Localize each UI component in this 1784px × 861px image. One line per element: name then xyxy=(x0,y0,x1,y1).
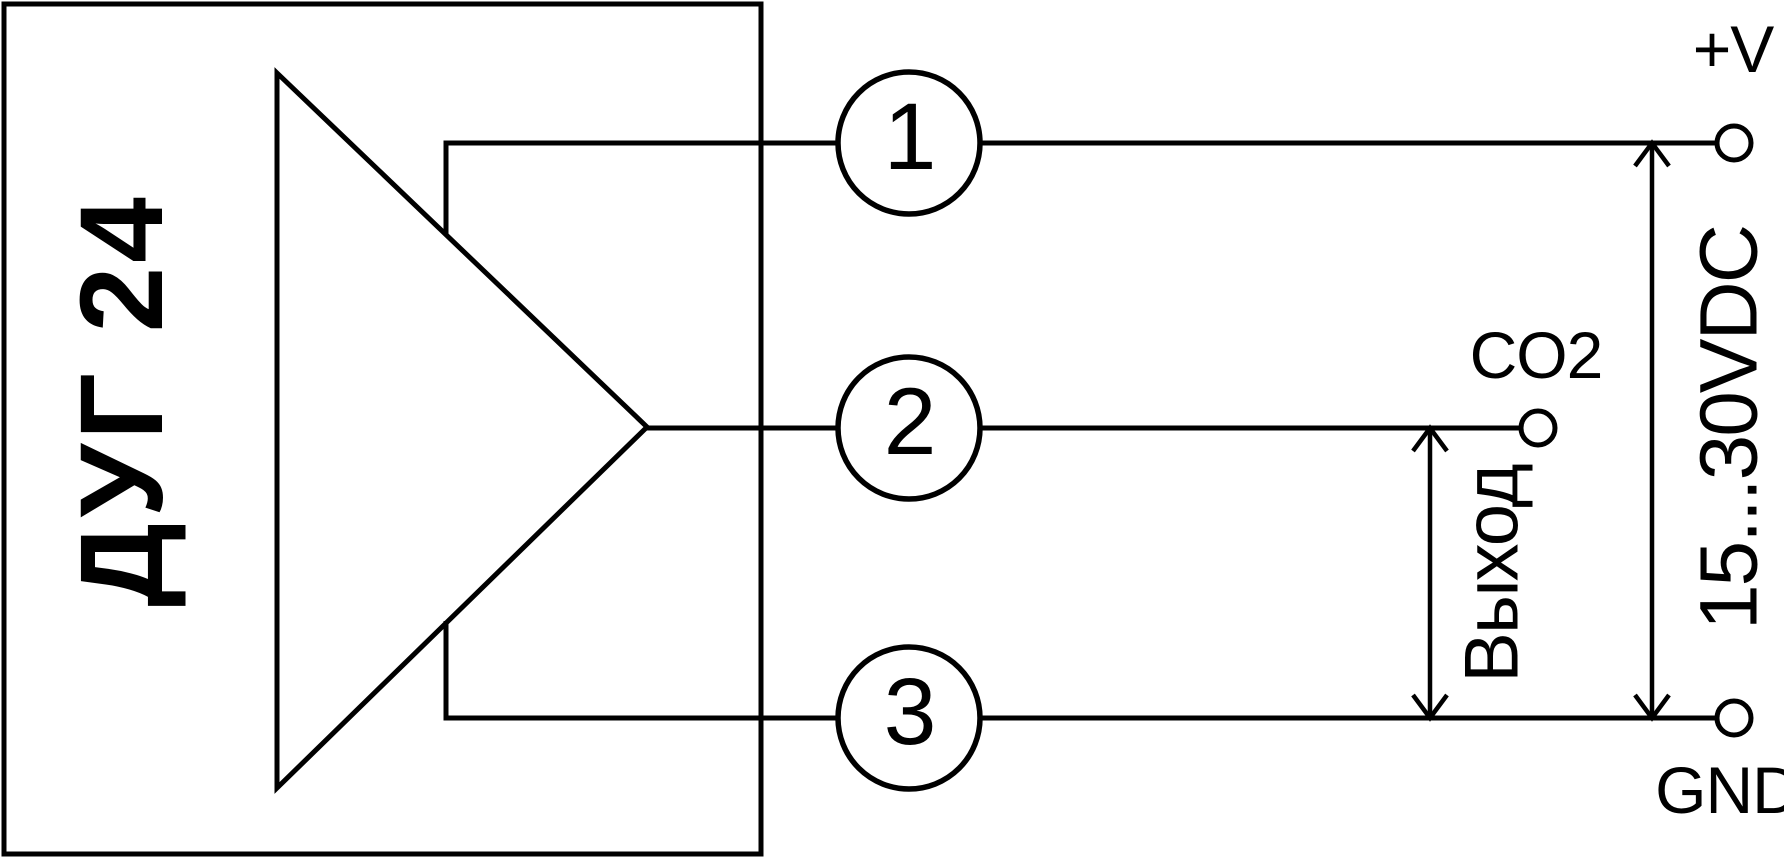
sensor-triangle-icon xyxy=(274,67,651,794)
label-gnd: GND xyxy=(1655,753,1784,827)
arrowhead-down-icon xyxy=(1633,693,1671,722)
terminal-gnd xyxy=(1714,698,1754,738)
arrowhead-up-icon xyxy=(1411,424,1449,453)
device-name: ДУГ 24 xyxy=(56,193,188,607)
terminal-plus-v xyxy=(1714,123,1754,163)
pin-circle-3 xyxy=(835,644,983,792)
label-output: Выход xyxy=(1450,464,1535,683)
terminal-co2 xyxy=(1518,408,1558,448)
label-supply-range: 15...30VDC xyxy=(1684,226,1775,630)
label-plus-v: +V xyxy=(1693,12,1775,86)
arrowhead-up-icon xyxy=(1633,139,1671,168)
dimension-output: Выход xyxy=(1411,424,1535,722)
wire-pin1-left xyxy=(443,140,838,235)
pin-circle-2 xyxy=(835,354,983,502)
pin-number-1: 1 xyxy=(884,84,935,190)
wire-pin3-left xyxy=(443,621,838,721)
dimension-supply-range: 15...30VDC xyxy=(1633,139,1775,722)
pin-number-3: 3 xyxy=(884,659,935,765)
pin-number-2: 2 xyxy=(884,369,935,475)
pin-circle-1 xyxy=(835,69,983,217)
arrowhead-down-icon xyxy=(1411,693,1449,722)
label-co2: CO2 xyxy=(1470,318,1603,392)
